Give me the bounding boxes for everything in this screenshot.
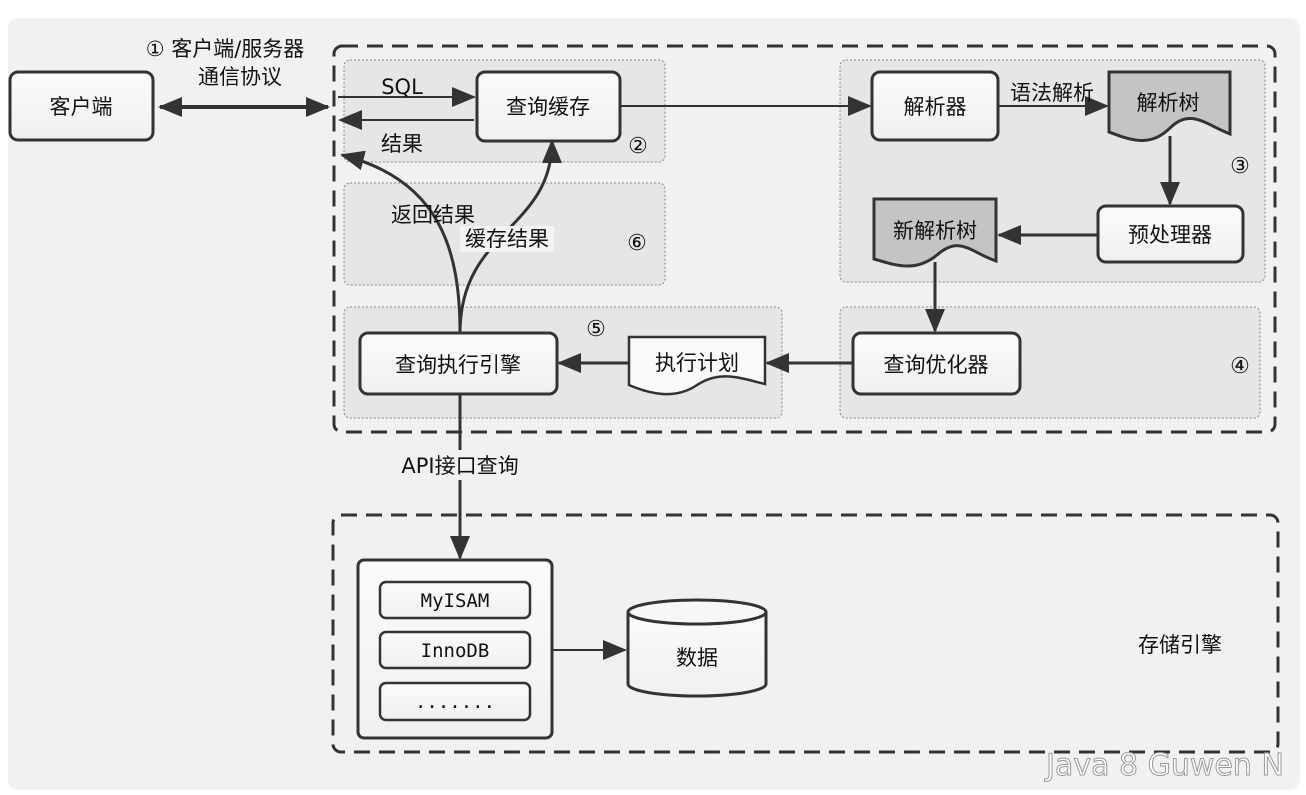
return-result-curve xyxy=(340,150,462,334)
engine-more-label: ....... xyxy=(415,691,495,713)
api-label: API接口查询 xyxy=(401,454,518,478)
api-label-bg xyxy=(388,450,532,480)
sql-label: SQL xyxy=(381,75,423,99)
data-cylinder xyxy=(626,598,768,698)
execution-plan-label: 执行计划 xyxy=(655,351,739,375)
storage-engine-label: 存储引擎 xyxy=(1138,633,1222,657)
engine-more xyxy=(378,681,532,722)
parser-label: 解析器 xyxy=(904,95,967,119)
client-label: 客户端 xyxy=(50,95,113,119)
parse-tree-label: 解析树 xyxy=(1137,91,1200,115)
execution-engine-label: 查询执行引擎 xyxy=(395,353,521,377)
result-label: 结果 xyxy=(381,132,423,156)
storage-boundary xyxy=(331,513,1280,754)
step-3: ③ xyxy=(1230,154,1250,179)
query-cache-label: 查询缓存 xyxy=(506,95,590,119)
client-node: 客户端 xyxy=(8,70,155,142)
server-boundary xyxy=(332,44,1277,434)
cache-result-label: 缓存结果 xyxy=(465,227,549,251)
syntax-label: 语法解析 xyxy=(1010,81,1094,105)
watermark: Java 8 Guwen N xyxy=(1044,748,1284,783)
step-4: ④ xyxy=(1230,354,1250,379)
optimizer-label: 查询优化器 xyxy=(884,353,989,377)
protocol-label-1: ① 客户端/服务器 xyxy=(146,37,305,61)
data-label: 数据 xyxy=(676,646,718,670)
protocol-label-2: 通信协议 xyxy=(198,65,282,89)
execution-plan-doc xyxy=(627,335,767,396)
engine-innodb xyxy=(378,630,532,670)
parse-tree-doc xyxy=(1107,70,1232,143)
new-parse-tree-doc xyxy=(872,197,998,268)
engine-myisam xyxy=(378,580,532,620)
step-6: ⑥ xyxy=(627,231,647,256)
engine-myisam-label: MyISAM xyxy=(421,590,490,612)
engine-innodb-label: InnoDB xyxy=(421,640,490,662)
step-5: ⑤ xyxy=(586,317,606,342)
step-2: ② xyxy=(628,134,648,159)
return-result-label: 返回结果 xyxy=(391,203,475,227)
preprocessor-label: 预处理器 xyxy=(1128,223,1212,247)
cache-result-label-bg xyxy=(460,226,554,252)
new-parse-tree-label: 新解析树 xyxy=(893,219,977,243)
